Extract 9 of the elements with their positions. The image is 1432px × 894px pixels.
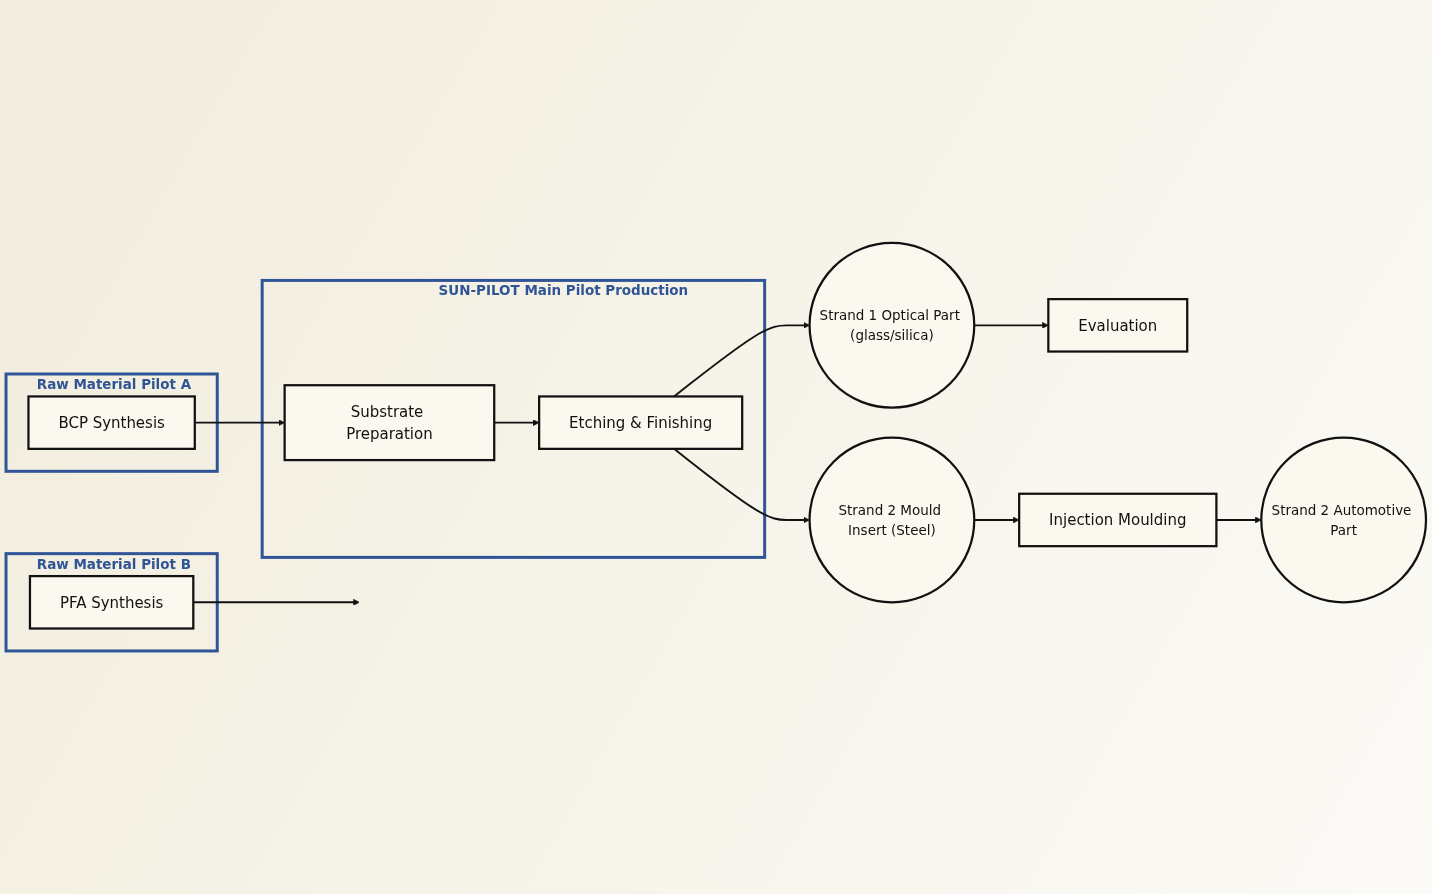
node-box: Evaluation: [1047, 298, 1189, 353]
node-circle: Strand 2 Mould Insert (Steel): [808, 436, 976, 604]
node-box: PFA Synthesis: [28, 575, 195, 630]
node-box: Injection Moulding: [1018, 492, 1218, 548]
node-box: Substrate Preparation: [283, 384, 496, 462]
node-box: Etching & Finishing: [538, 395, 744, 450]
node-box: BCP Synthesis: [27, 395, 196, 450]
node-circle: Strand 2 Automotive Part: [1260, 436, 1428, 604]
node-circle: Strand 1 Optical Part (glass/silica): [808, 241, 976, 409]
